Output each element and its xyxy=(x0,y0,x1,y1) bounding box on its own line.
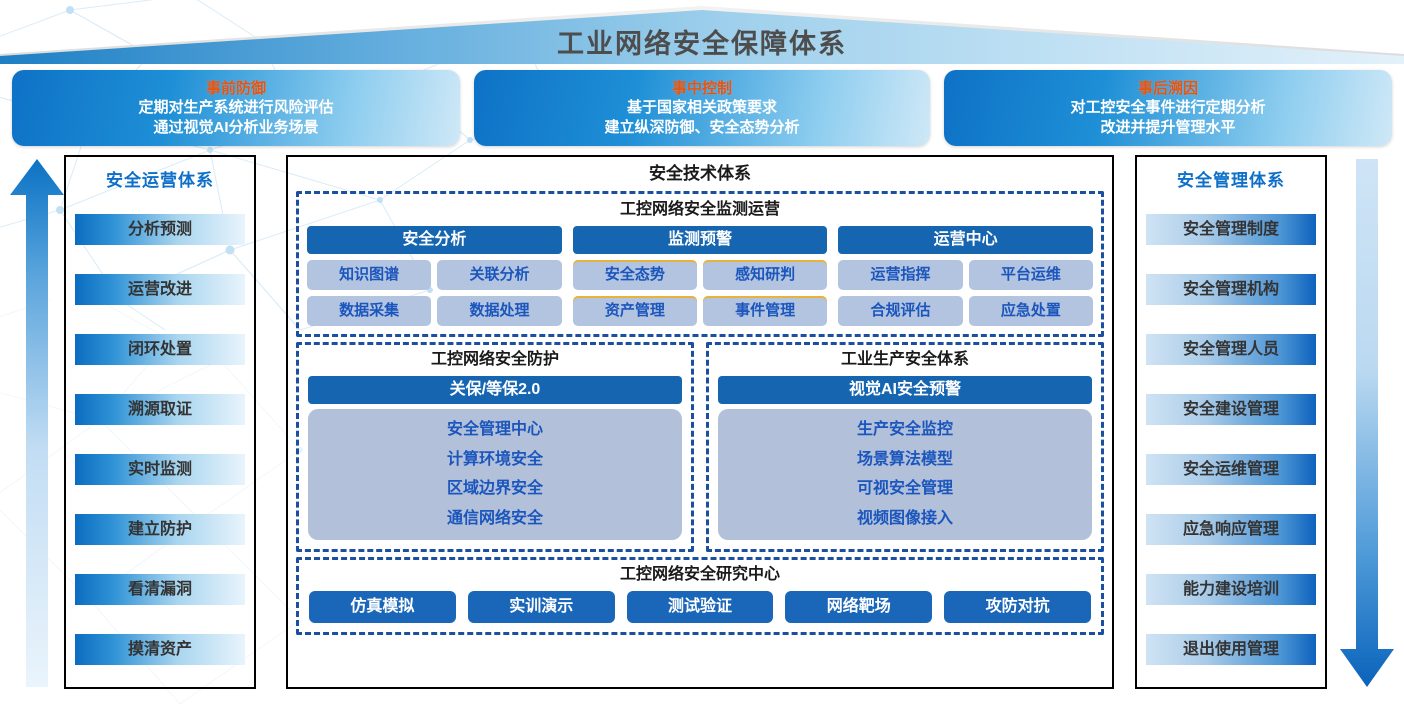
sidebar-item-management-system[interactable]: 安全管理制度 xyxy=(1146,214,1316,246)
row-communication-network[interactable]: 通信网络安全 xyxy=(446,510,543,528)
phase-title: 事前防御 xyxy=(205,79,266,97)
sidebar-item-closed-loop[interactable]: 闭环处置 xyxy=(75,334,245,366)
sidebar-item-analysis-prediction[interactable]: 分析预测 xyxy=(75,214,245,246)
group-header[interactable]: 监测预警 xyxy=(572,226,828,254)
sidebar-item-realtime-monitor[interactable]: 实时监测 xyxy=(75,453,245,485)
tile-data-processing[interactable]: 数据处理 xyxy=(437,296,562,326)
group-tile-grid: 运营指挥 平台运维 合规评估 应急处置 xyxy=(838,260,1093,326)
down-arrow-icon xyxy=(1338,157,1396,689)
roof-shape xyxy=(0,6,1404,64)
block-title-protection: 工控网络安全防护 xyxy=(430,351,559,368)
phase-title: 事后溯因 xyxy=(1137,79,1198,97)
sidebar-item-management-staff[interactable]: 安全管理人员 xyxy=(1146,334,1316,366)
tile-attack-defense[interactable]: 攻防对抗 xyxy=(944,591,1091,623)
operations-item-list: 分析预测 运营改进 闭环处置 溯源取证 实时监测 建立防护 看清漏洞 摸清资产 xyxy=(66,200,254,687)
sidebar-item-build-protection[interactable]: 建立防护 xyxy=(75,513,245,545)
phase-line: 对工控安全事件进行定期分析 xyxy=(1070,98,1266,116)
block-title-research: 工控网络安全研究中心 xyxy=(619,566,780,583)
mid-panel-row: 工控网络安全防护 关保/等保2.0 安全管理中心 计算环境安全 区域边界安全 通… xyxy=(296,342,1104,552)
sidebar-item-asset-discovery[interactable]: 摸清资产 xyxy=(75,633,245,665)
panel-header-operations: 安全运营体系 xyxy=(106,171,214,190)
sidebar-item-management-org[interactable]: 安全管理机构 xyxy=(1146,274,1316,306)
tile-correlation[interactable]: 关联分析 xyxy=(437,260,562,290)
management-item-list: 安全管理制度 安全管理机构 安全管理人员 安全建设管理 安全运维管理 应急响应管… xyxy=(1137,200,1325,687)
phase-title: 事中控制 xyxy=(671,79,732,97)
research-center-block: 工控网络安全研究中心 仿真模拟 实训演示 测试验证 网络靶场 攻防对抗 xyxy=(296,557,1104,635)
phase-line: 建立纵深防御、安全态势分析 xyxy=(604,118,800,136)
row-production-safety-monitor[interactable]: 生产安全监控 xyxy=(856,420,953,438)
group-header[interactable]: 安全分析 xyxy=(307,226,562,254)
roof-banner xyxy=(0,4,1404,66)
visual-ai-warning-bar[interactable]: 视觉AI安全预警 xyxy=(718,376,1092,404)
phase-card-prevention[interactable]: 事前防御 定期对生产系统进行风险评估 通过视觉AI分析业务场景 xyxy=(12,70,460,146)
row-zone-boundary[interactable]: 区域边界安全 xyxy=(446,480,543,498)
ics-network-protection-block: 工控网络安全防护 关保/等保2.0 安全管理中心 计算环境安全 区域边界安全 通… xyxy=(296,342,694,552)
tile-simulation[interactable]: 仿真模拟 xyxy=(309,591,456,623)
protection-row-list: 安全管理中心 计算环境安全 区域边界安全 通信网络安全 xyxy=(308,409,682,540)
tile-asset-management[interactable]: 资产管理 xyxy=(572,296,697,326)
up-arrow-icon xyxy=(8,157,66,689)
tile-operation-command[interactable]: 运营指挥 xyxy=(838,260,963,290)
sidebar-item-exit-management[interactable]: 退出使用管理 xyxy=(1146,633,1316,665)
block-title-monitoring: 工控网络安全监测运营 xyxy=(619,201,780,218)
monitoring-group-row: 安全分析 知识图谱 关联分析 数据采集 数据处理 监测预警 安全态势 感知研判 … xyxy=(307,226,1094,326)
tile-emergency-response[interactable]: 应急处置 xyxy=(968,296,1093,326)
industrial-production-safety-block: 工业生产安全体系 视觉AI安全预警 生产安全监控 场景算法模型 可视安全管理 视… xyxy=(706,342,1104,552)
tile-event-management[interactable]: 事件管理 xyxy=(703,296,828,326)
tile-compliance-assess[interactable]: 合规评估 xyxy=(838,296,963,326)
phase-line: 改进并提升管理水平 xyxy=(1100,118,1236,136)
security-operations-panel: 安全运营体系 分析预测 运营改进 闭环处置 溯源取证 实时监测 建立防护 看清漏… xyxy=(64,155,256,689)
tile-perception-judge[interactable]: 感知研判 xyxy=(703,260,828,290)
phase-line: 定期对生产系统进行风险评估 xyxy=(138,98,334,116)
row-visual-safety-management[interactable]: 可视安全管理 xyxy=(856,480,953,498)
sidebar-item-operation-improve[interactable]: 运营改进 xyxy=(75,274,245,306)
phase-line: 通过视觉AI分析业务场景 xyxy=(153,118,319,136)
sidebar-item-capability-training[interactable]: 能力建设培训 xyxy=(1146,573,1316,605)
monitor-group-operations-center: 运营中心 运营指挥 平台运维 合规评估 应急处置 xyxy=(838,226,1094,326)
panel-header-technology: 安全技术体系 xyxy=(649,164,751,183)
monitor-group-security-analysis: 安全分析 知识图谱 关联分析 数据采集 数据处理 xyxy=(307,226,562,326)
row-scene-algorithm-model[interactable]: 场景算法模型 xyxy=(856,450,953,468)
panel-header-management: 安全管理体系 xyxy=(1177,171,1285,190)
monitor-group-detection-warning: 监测预警 安全态势 感知研判 资产管理 事件管理 xyxy=(572,226,828,326)
sidebar-item-forensics[interactable]: 溯源取证 xyxy=(75,394,245,426)
tile-platform-ops[interactable]: 平台运维 xyxy=(968,260,1093,290)
row-security-management-center[interactable]: 安全管理中心 xyxy=(446,420,543,438)
phase-card-traceback[interactable]: 事后溯因 对工控安全事件进行定期分析 改进并提升管理水平 xyxy=(944,70,1392,146)
row-video-image-access[interactable]: 视频图像接入 xyxy=(856,510,953,528)
tile-data-collection[interactable]: 数据采集 xyxy=(307,296,432,326)
group-tile-grid: 知识图谱 关联分析 数据采集 数据处理 xyxy=(307,260,562,326)
protection-standard-bar[interactable]: 关保/等保2.0 xyxy=(308,376,682,404)
production-row-list: 生产安全监控 场景算法模型 可视安全管理 视频图像接入 xyxy=(718,409,1092,540)
security-technology-panel: 安全技术体系 工控网络安全监测运营 安全分析 知识图谱 关联分析 数据采集 数据… xyxy=(286,155,1114,689)
sidebar-item-emergency-response[interactable]: 应急响应管理 xyxy=(1146,513,1316,545)
monitoring-operations-block: 工控网络安全监测运营 安全分析 知识图谱 关联分析 数据采集 数据处理 监测预警… xyxy=(296,191,1104,337)
row-computing-environment[interactable]: 计算环境安全 xyxy=(446,450,543,468)
research-tile-row: 仿真模拟 实训演示 测试验证 网络靶场 攻防对抗 xyxy=(309,591,1091,623)
page-title: 工业网络安全保障体系 xyxy=(557,29,847,59)
phase-card-row: 事前防御 定期对生产系统进行风险评估 通过视觉AI分析业务场景 事中控制 基于国… xyxy=(12,70,1392,146)
tile-knowledge-graph[interactable]: 知识图谱 xyxy=(307,260,432,290)
sidebar-item-ops-maintenance[interactable]: 安全运维管理 xyxy=(1146,453,1316,485)
block-title-production-safety: 工业生产安全体系 xyxy=(840,351,969,368)
sidebar-item-see-vulnerabilities[interactable]: 看清漏洞 xyxy=(75,573,245,605)
group-tile-grid: 安全态势 感知研判 资产管理 事件管理 xyxy=(572,260,828,326)
tile-training-demo[interactable]: 实训演示 xyxy=(467,591,615,623)
group-header[interactable]: 运营中心 xyxy=(838,226,1094,254)
tile-security-posture[interactable]: 安全态势 xyxy=(572,260,697,290)
phase-card-control[interactable]: 事中控制 基于国家相关政策要求 建立纵深防御、安全态势分析 xyxy=(474,70,930,146)
sidebar-item-construction-mgmt[interactable]: 安全建设管理 xyxy=(1146,394,1316,426)
tile-cyber-range[interactable]: 网络靶场 xyxy=(785,591,933,623)
phase-line: 基于国家相关政策要求 xyxy=(626,98,777,116)
security-management-panel: 安全管理体系 安全管理制度 安全管理机构 安全管理人员 安全建设管理 安全运维管… xyxy=(1135,155,1327,689)
tile-test-verification[interactable]: 测试验证 xyxy=(626,591,774,623)
